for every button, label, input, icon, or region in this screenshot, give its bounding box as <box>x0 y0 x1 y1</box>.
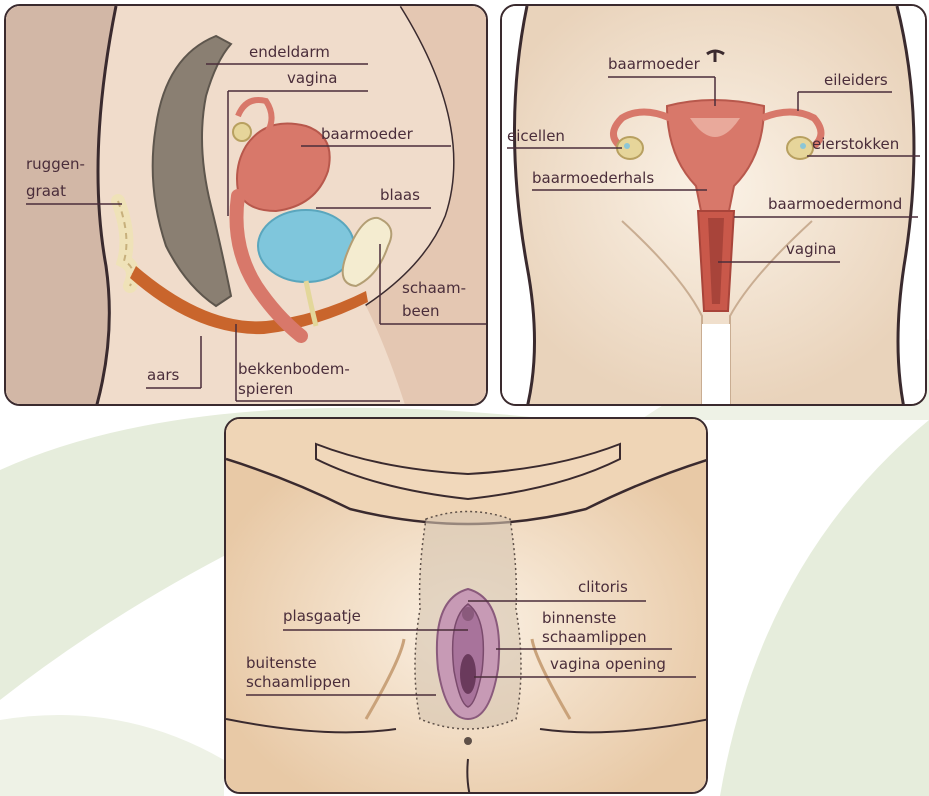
label-bekkenbodem-line1: bekkenbodem- <box>238 361 350 378</box>
side-view-illustration <box>6 6 488 406</box>
label-vagina-side: vagina <box>287 70 337 87</box>
label-binnenste-line2: schaamlippen <box>542 629 647 646</box>
label-buitenste-line2: schaamlippen <box>246 674 351 691</box>
label-ruggengraat-line2: graat <box>26 183 66 200</box>
side-view-panel: endeldarm vagina baarmoeder ruggen- graa… <box>4 4 488 406</box>
label-baarmoedermond: baarmoedermond <box>768 196 902 213</box>
label-eileiders: eileiders <box>824 72 888 89</box>
vulva-view-panel: clitoris plasgaatje binnenste schaamlipp… <box>224 417 708 794</box>
label-eierstokken: eierstokken <box>812 136 899 153</box>
label-baarmoederhals: baarmoederhals <box>532 170 654 187</box>
label-baarmoeder-front: baarmoeder <box>608 56 700 73</box>
label-plasgaatje: plasgaatje <box>283 608 361 625</box>
label-ruggengraat-line1: ruggen- <box>26 156 85 173</box>
label-buitenste-line1: buitenste <box>246 655 317 672</box>
label-blaas: blaas <box>380 187 420 204</box>
label-aars: aars <box>147 367 179 384</box>
front-view-panel: baarmoeder eileiders eicellen eierstokke… <box>500 4 927 406</box>
label-eicellen: eicellen <box>507 128 565 145</box>
label-binnenste-line1: binnenste <box>542 610 616 627</box>
label-vagina-opening: vagina opening <box>550 656 666 673</box>
label-endeldarm: endeldarm <box>249 44 330 61</box>
label-schaambeen-line1: schaam- <box>402 280 466 297</box>
label-bekkenbodem-line2: spieren <box>238 381 293 398</box>
label-vagina-front: vagina <box>786 241 836 258</box>
label-clitoris: clitoris <box>578 579 628 596</box>
label-schaambeen-line2: been <box>402 303 440 320</box>
label-baarmoeder-side: baarmoeder <box>321 126 413 143</box>
